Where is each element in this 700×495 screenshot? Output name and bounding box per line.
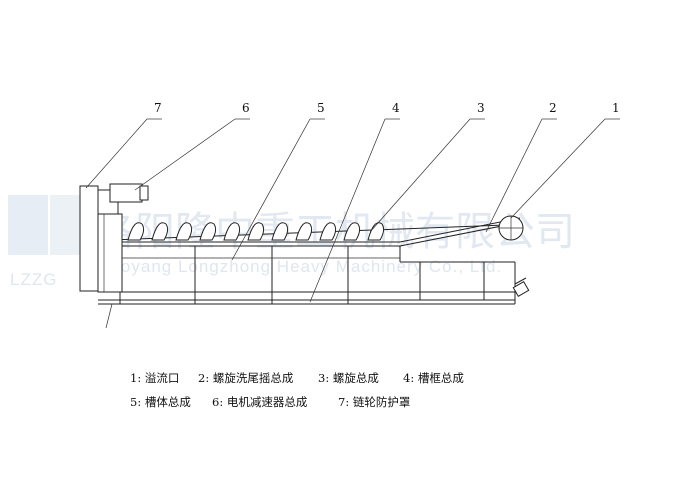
callout-4: 4 (392, 101, 400, 115)
legend-item-2: 2: 螺旋洗尾摇总成 (198, 371, 294, 385)
legend-item-7: 7: 链轮防护罩 (338, 395, 410, 409)
legend-item-3: 3: 螺旋总成 (318, 371, 379, 385)
leader-lines (85, 118, 620, 303)
callout-1: 1 (612, 101, 620, 115)
callout-2: 2 (549, 101, 557, 115)
legend-item-4: 4: 槽框总成 (403, 371, 464, 385)
callout-3: 3 (477, 101, 485, 115)
motor-reducer-assembly (79, 183, 149, 293)
legend-item-5: 5: 槽体总成 (130, 395, 191, 409)
callout-labels: 1 2 3 4 5 6 7 (154, 101, 620, 115)
watermark-logo: LZZG (8, 195, 90, 289)
tail-swing-assembly (498, 215, 524, 241)
callout-6: 6 (242, 101, 250, 115)
legend: 1: 溢流口 2: 螺旋洗尾摇总成 3: 螺旋总成 4: 槽框总成 5: 槽体总… (130, 371, 464, 409)
spiral-assembly (109, 222, 506, 241)
legend-item-1: 1: 溢流口 (130, 371, 179, 385)
callout-7: 7 (154, 101, 162, 115)
legend-item-6: 6: 电机减速器总成 (212, 395, 308, 409)
callout-5: 5 (317, 101, 325, 115)
watermark-company-en: Luoyang Longzhong Heavy Machinery Co., L… (100, 257, 502, 276)
overflow-outlet (512, 277, 530, 298)
watermark-logo-text: LZZG (10, 270, 57, 289)
